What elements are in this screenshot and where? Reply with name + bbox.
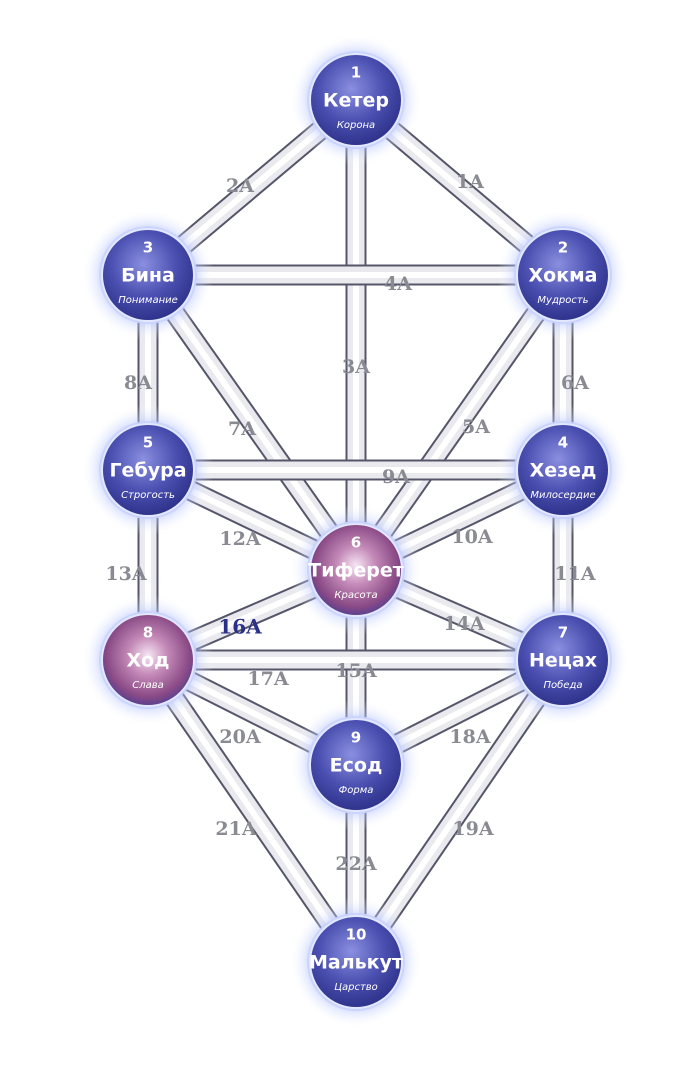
path-label-2A: 2A	[226, 175, 254, 197]
path-labels-layer: 1A 2A 3A 4A 5A 6A 7A 8A 9A 10A 11A 12A 13A 14A 15A 16A 1…	[105, 171, 595, 875]
sephira-disc	[516, 423, 610, 517]
sephira-subtitle: Корона	[337, 120, 375, 131]
path-label-10A: 10A	[451, 526, 492, 548]
sephira-number: 3	[143, 239, 153, 257]
sephira-disc	[309, 53, 403, 147]
sephira-number: 8	[143, 624, 153, 642]
sephira-disc	[309, 523, 403, 617]
path-label-17A: 17A	[247, 668, 288, 690]
path-label-11A: 11A	[554, 563, 595, 585]
sephira-disc	[309, 718, 403, 812]
sephira-disc	[309, 915, 403, 1009]
path-label-9A: 9A	[382, 466, 410, 488]
sephira-name: Ход	[126, 650, 169, 672]
sephira-name: Хокма	[529, 265, 598, 287]
sephira-disc	[101, 423, 195, 517]
path-label-3A: 3A	[342, 356, 370, 378]
path-label-14A: 14A	[443, 613, 484, 635]
sephira-number: 10	[346, 926, 367, 944]
path-label-19A: 19A	[452, 818, 493, 840]
sephira-name: Малькут	[309, 952, 403, 974]
sephira-number: 4	[558, 434, 568, 452]
sephira-disc	[101, 613, 195, 707]
path-label-5A: 5A	[462, 416, 490, 438]
path-label-22A: 22A	[335, 853, 376, 875]
sephira-number: 9	[351, 729, 361, 747]
sephira-subtitle: Мудрость	[537, 295, 588, 306]
sephira-name: Бина	[121, 265, 175, 287]
path-label-20A: 20A	[219, 726, 260, 748]
sephira-name: Гебура	[109, 460, 186, 482]
path-label-18A: 18A	[449, 726, 490, 748]
sephira-subtitle: Милосердие	[530, 490, 595, 501]
path-label-1A: 1A	[456, 171, 484, 193]
sephira-subtitle: Слава	[132, 680, 164, 691]
sephira-disc	[516, 228, 610, 322]
sephira-number: 6	[351, 534, 361, 552]
sephira-number: 1	[351, 64, 361, 82]
sephira-name: Кетер	[323, 90, 389, 112]
sephira-subtitle: Форма	[339, 785, 374, 796]
path-label-12A: 12A	[219, 528, 260, 550]
sephira-disc	[101, 228, 195, 322]
sephira-number: 5	[143, 434, 153, 452]
sephira-name: Хезед	[530, 460, 597, 482]
sephira-subtitle: Красота	[334, 590, 377, 601]
path-label-15A: 15A	[335, 660, 376, 682]
path-label-6A: 6A	[561, 372, 589, 394]
sephira-subtitle: Победа	[544, 679, 583, 691]
sephira-name: Тиферет	[308, 560, 404, 582]
path-label-8A: 8A	[124, 372, 152, 394]
sephira-name: Нецах	[529, 650, 597, 672]
path-label-4A: 4A	[384, 273, 412, 295]
path-label-16A: 16A	[218, 615, 262, 639]
sephira-number: 7	[558, 624, 568, 642]
sephira-disc	[516, 613, 610, 707]
sephira-name: Есод	[330, 755, 383, 777]
sephira-subtitle: Понимание	[118, 295, 178, 306]
path-label-21A: 21A	[215, 818, 256, 840]
sephira-subtitle: Царство	[334, 982, 378, 993]
sephira-subtitle: Строгость	[121, 490, 175, 501]
path-label-13A: 13A	[105, 563, 146, 585]
sephira-number: 2	[558, 239, 568, 257]
path-label-7A: 7A	[228, 418, 256, 440]
